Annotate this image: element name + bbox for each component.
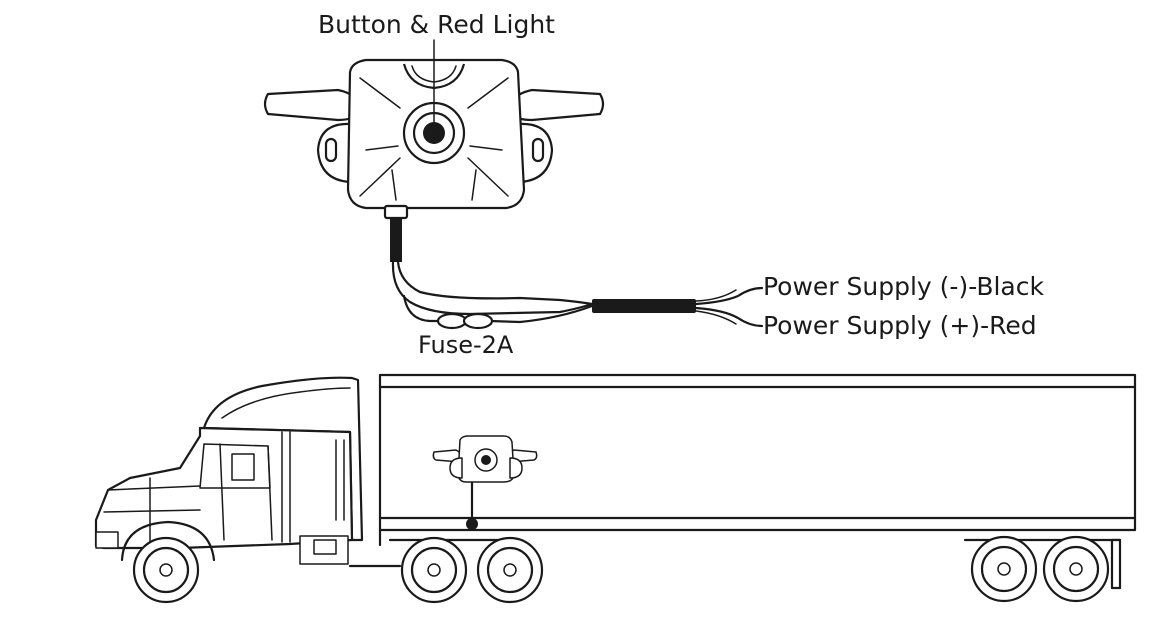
power-supply-negative-label: Power Supply (-)-Black bbox=[763, 272, 1044, 301]
camera-cable-gland bbox=[383, 204, 409, 220]
camera-unit bbox=[263, 39, 605, 220]
cab-side-window bbox=[231, 453, 255, 481]
fuse-holder-right bbox=[462, 312, 494, 330]
trailer-rear-wheel-2 bbox=[1042, 535, 1110, 603]
fuse-holder-left bbox=[436, 312, 468, 330]
power-supply-positive-label: Power Supply (+)-Red bbox=[763, 311, 1037, 340]
truck-drive-wheel-1 bbox=[400, 536, 468, 604]
camera-right-ear-slot bbox=[531, 137, 545, 163]
trailer-rear-wheel-1 bbox=[970, 535, 1038, 603]
trailer bbox=[378, 373, 1137, 603]
fuse-label: Fuse-2A bbox=[418, 331, 514, 359]
cable-assembly bbox=[390, 218, 764, 330]
truck-cab bbox=[94, 376, 544, 604]
roof-fairing bbox=[202, 376, 364, 542]
wire-black bbox=[694, 286, 764, 306]
button-light-label: Button & Red Light bbox=[318, 10, 555, 39]
cable-heatshrink bbox=[592, 299, 696, 313]
truck-front-wheel bbox=[132, 536, 200, 604]
cable-sleeve bbox=[390, 218, 402, 262]
front-bumper bbox=[95, 531, 119, 549]
camera-lens bbox=[423, 122, 445, 144]
wire-red bbox=[694, 306, 764, 328]
camera-mounted-small bbox=[432, 435, 538, 483]
camera-left-ear-slot bbox=[324, 137, 338, 163]
truck-drive-wheel-2 bbox=[476, 536, 544, 604]
trailer-mudflap bbox=[1110, 538, 1122, 590]
